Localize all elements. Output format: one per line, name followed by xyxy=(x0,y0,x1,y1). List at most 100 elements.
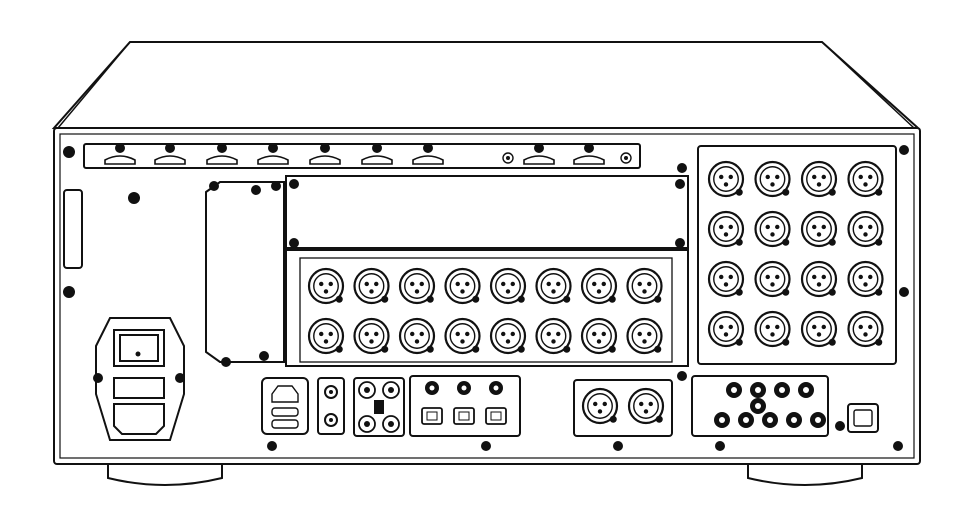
toslink-port[interactable] xyxy=(453,407,475,425)
optical-jack[interactable] xyxy=(457,381,471,395)
din-connector[interactable] xyxy=(810,412,826,428)
xlr-pin xyxy=(410,281,415,287)
toslink-port[interactable] xyxy=(485,407,507,425)
xlr-pin xyxy=(369,289,374,294)
screw xyxy=(251,185,261,195)
xlr-pin xyxy=(546,331,551,337)
xlr-connector[interactable] xyxy=(800,260,838,298)
bnc-connector[interactable] xyxy=(361,143,393,165)
xlr-connector[interactable] xyxy=(444,267,481,305)
xlr-latch xyxy=(828,338,836,346)
xlr-latch xyxy=(782,188,790,196)
xlr-pin xyxy=(723,232,729,237)
xlr-pin xyxy=(723,332,729,337)
din-connector[interactable] xyxy=(714,412,730,428)
xlr-connector[interactable] xyxy=(754,310,791,348)
xlr-connector[interactable] xyxy=(353,317,390,355)
din-connector[interactable] xyxy=(750,398,766,414)
xlr-connector[interactable] xyxy=(489,317,527,355)
xlr-connector[interactable] xyxy=(707,260,745,298)
xlr-connector[interactable] xyxy=(800,210,838,248)
optical-jack[interactable] xyxy=(425,381,439,395)
xlr-connector[interactable] xyxy=(535,317,572,355)
din-connector[interactable] xyxy=(726,382,742,398)
xlr-block-main-inner xyxy=(299,257,673,363)
xlr-connector[interactable] xyxy=(754,160,791,198)
xlr-latch xyxy=(563,295,571,303)
din-connector[interactable] xyxy=(738,412,754,428)
xlr-small-connectors xyxy=(581,387,665,425)
xlr-pin xyxy=(858,224,863,230)
rca-connector[interactable] xyxy=(358,381,376,399)
xlr-connector[interactable] xyxy=(627,387,665,425)
xlr-connector[interactable] xyxy=(581,387,619,425)
xlr-main-connectors xyxy=(307,267,663,355)
bnc-connector[interactable] xyxy=(257,143,289,165)
xlr-latch xyxy=(875,288,883,296)
xlr-latch xyxy=(735,238,743,246)
xlr-pin xyxy=(319,331,324,337)
ethernet-port[interactable] xyxy=(271,385,299,403)
bnc-connector[interactable] xyxy=(309,143,341,165)
toslink-port[interactable] xyxy=(421,407,443,425)
bnc-connector[interactable] xyxy=(573,143,605,165)
screw xyxy=(128,192,140,204)
xlr-connector[interactable] xyxy=(800,310,838,348)
rail-screw xyxy=(502,152,514,164)
power-switch-icon[interactable] xyxy=(119,334,159,362)
xlr-pin xyxy=(601,281,606,287)
xlr-pin xyxy=(775,324,780,330)
rca-connector[interactable] xyxy=(382,415,400,433)
bnc-connector[interactable] xyxy=(523,143,555,165)
top-cover xyxy=(51,41,921,129)
optical-jack[interactable] xyxy=(489,381,503,395)
xlr-connector[interactable] xyxy=(580,267,618,305)
xlr-pin xyxy=(637,331,642,337)
xlr-latch xyxy=(608,345,616,353)
xlr-connector[interactable] xyxy=(626,317,663,355)
xlr-pin xyxy=(602,401,607,407)
din-connector[interactable] xyxy=(750,382,766,398)
usb-port[interactable] xyxy=(271,419,299,429)
xlr-connector[interactable] xyxy=(626,267,663,305)
xlr-connector[interactable] xyxy=(754,260,791,298)
fuse-holder[interactable] xyxy=(113,377,165,399)
square-port[interactable] xyxy=(853,409,873,427)
xlr-latch xyxy=(828,188,836,196)
xlr-connector[interactable] xyxy=(754,210,791,248)
xlr-connector[interactable] xyxy=(353,267,390,305)
xlr-pin xyxy=(770,332,775,337)
din-connector[interactable] xyxy=(774,382,790,398)
xlr-connector[interactable] xyxy=(307,267,345,305)
xlr-pin xyxy=(775,274,780,280)
xlr-connector[interactable] xyxy=(707,310,745,348)
din-connector[interactable] xyxy=(798,382,814,398)
rca-connector[interactable] xyxy=(358,415,376,433)
screw xyxy=(93,373,103,383)
xlr-connector[interactable] xyxy=(847,310,884,348)
bnc-connector[interactable] xyxy=(412,143,444,165)
xlr-connector[interactable] xyxy=(847,210,884,248)
xlr-connector[interactable] xyxy=(580,317,618,355)
bnc-connector[interactable] xyxy=(206,143,238,165)
bnc-connector[interactable] xyxy=(104,143,136,165)
xlr-latch xyxy=(563,345,571,353)
usb-port[interactable] xyxy=(271,407,299,417)
optical-connectors xyxy=(421,381,507,425)
xlr-connector[interactable] xyxy=(444,317,481,355)
xlr-connector[interactable] xyxy=(489,267,527,305)
xlr-connector[interactable] xyxy=(847,160,884,198)
xlr-connector[interactable] xyxy=(707,210,745,248)
xlr-pin xyxy=(505,339,511,344)
din-connector[interactable] xyxy=(762,412,778,428)
xlr-connector[interactable] xyxy=(307,317,345,355)
xlr-connector[interactable] xyxy=(707,160,745,198)
bnc-connector[interactable] xyxy=(154,143,186,165)
xlr-connector[interactable] xyxy=(398,267,436,305)
din-connector[interactable] xyxy=(786,412,802,428)
rca-connector[interactable] xyxy=(382,381,400,399)
xlr-connector[interactable] xyxy=(398,317,436,355)
xlr-connector[interactable] xyxy=(535,267,572,305)
xlr-connector[interactable] xyxy=(800,160,838,198)
xlr-connector[interactable] xyxy=(847,260,884,298)
